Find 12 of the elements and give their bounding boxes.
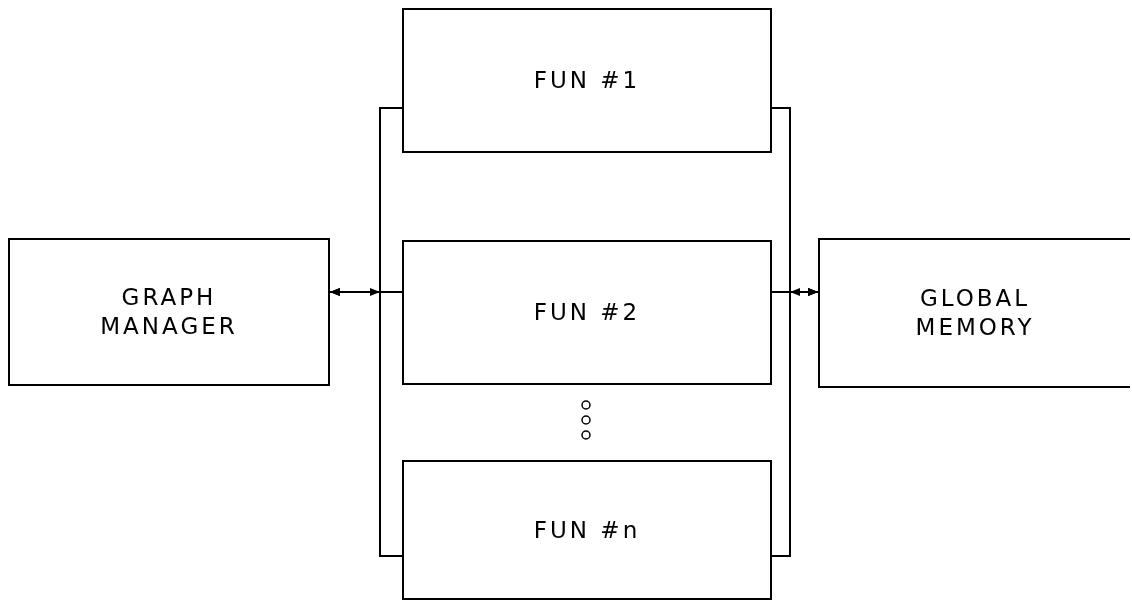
connector [771, 288, 819, 557]
process-box [402, 460, 772, 600]
process-box [818, 238, 1130, 388]
process-box [402, 8, 772, 153]
box-label: FUN #1 [533, 67, 641, 94]
box-label: GLOBAL MEMORY [915, 285, 1035, 340]
process-box [402, 240, 772, 385]
box-label: FUN #2 [533, 299, 641, 326]
box-label: FUN #n [533, 516, 641, 543]
box-label: GRAPH MANAGER [100, 284, 238, 339]
connector [329, 288, 403, 557]
process-box [8, 238, 330, 386]
